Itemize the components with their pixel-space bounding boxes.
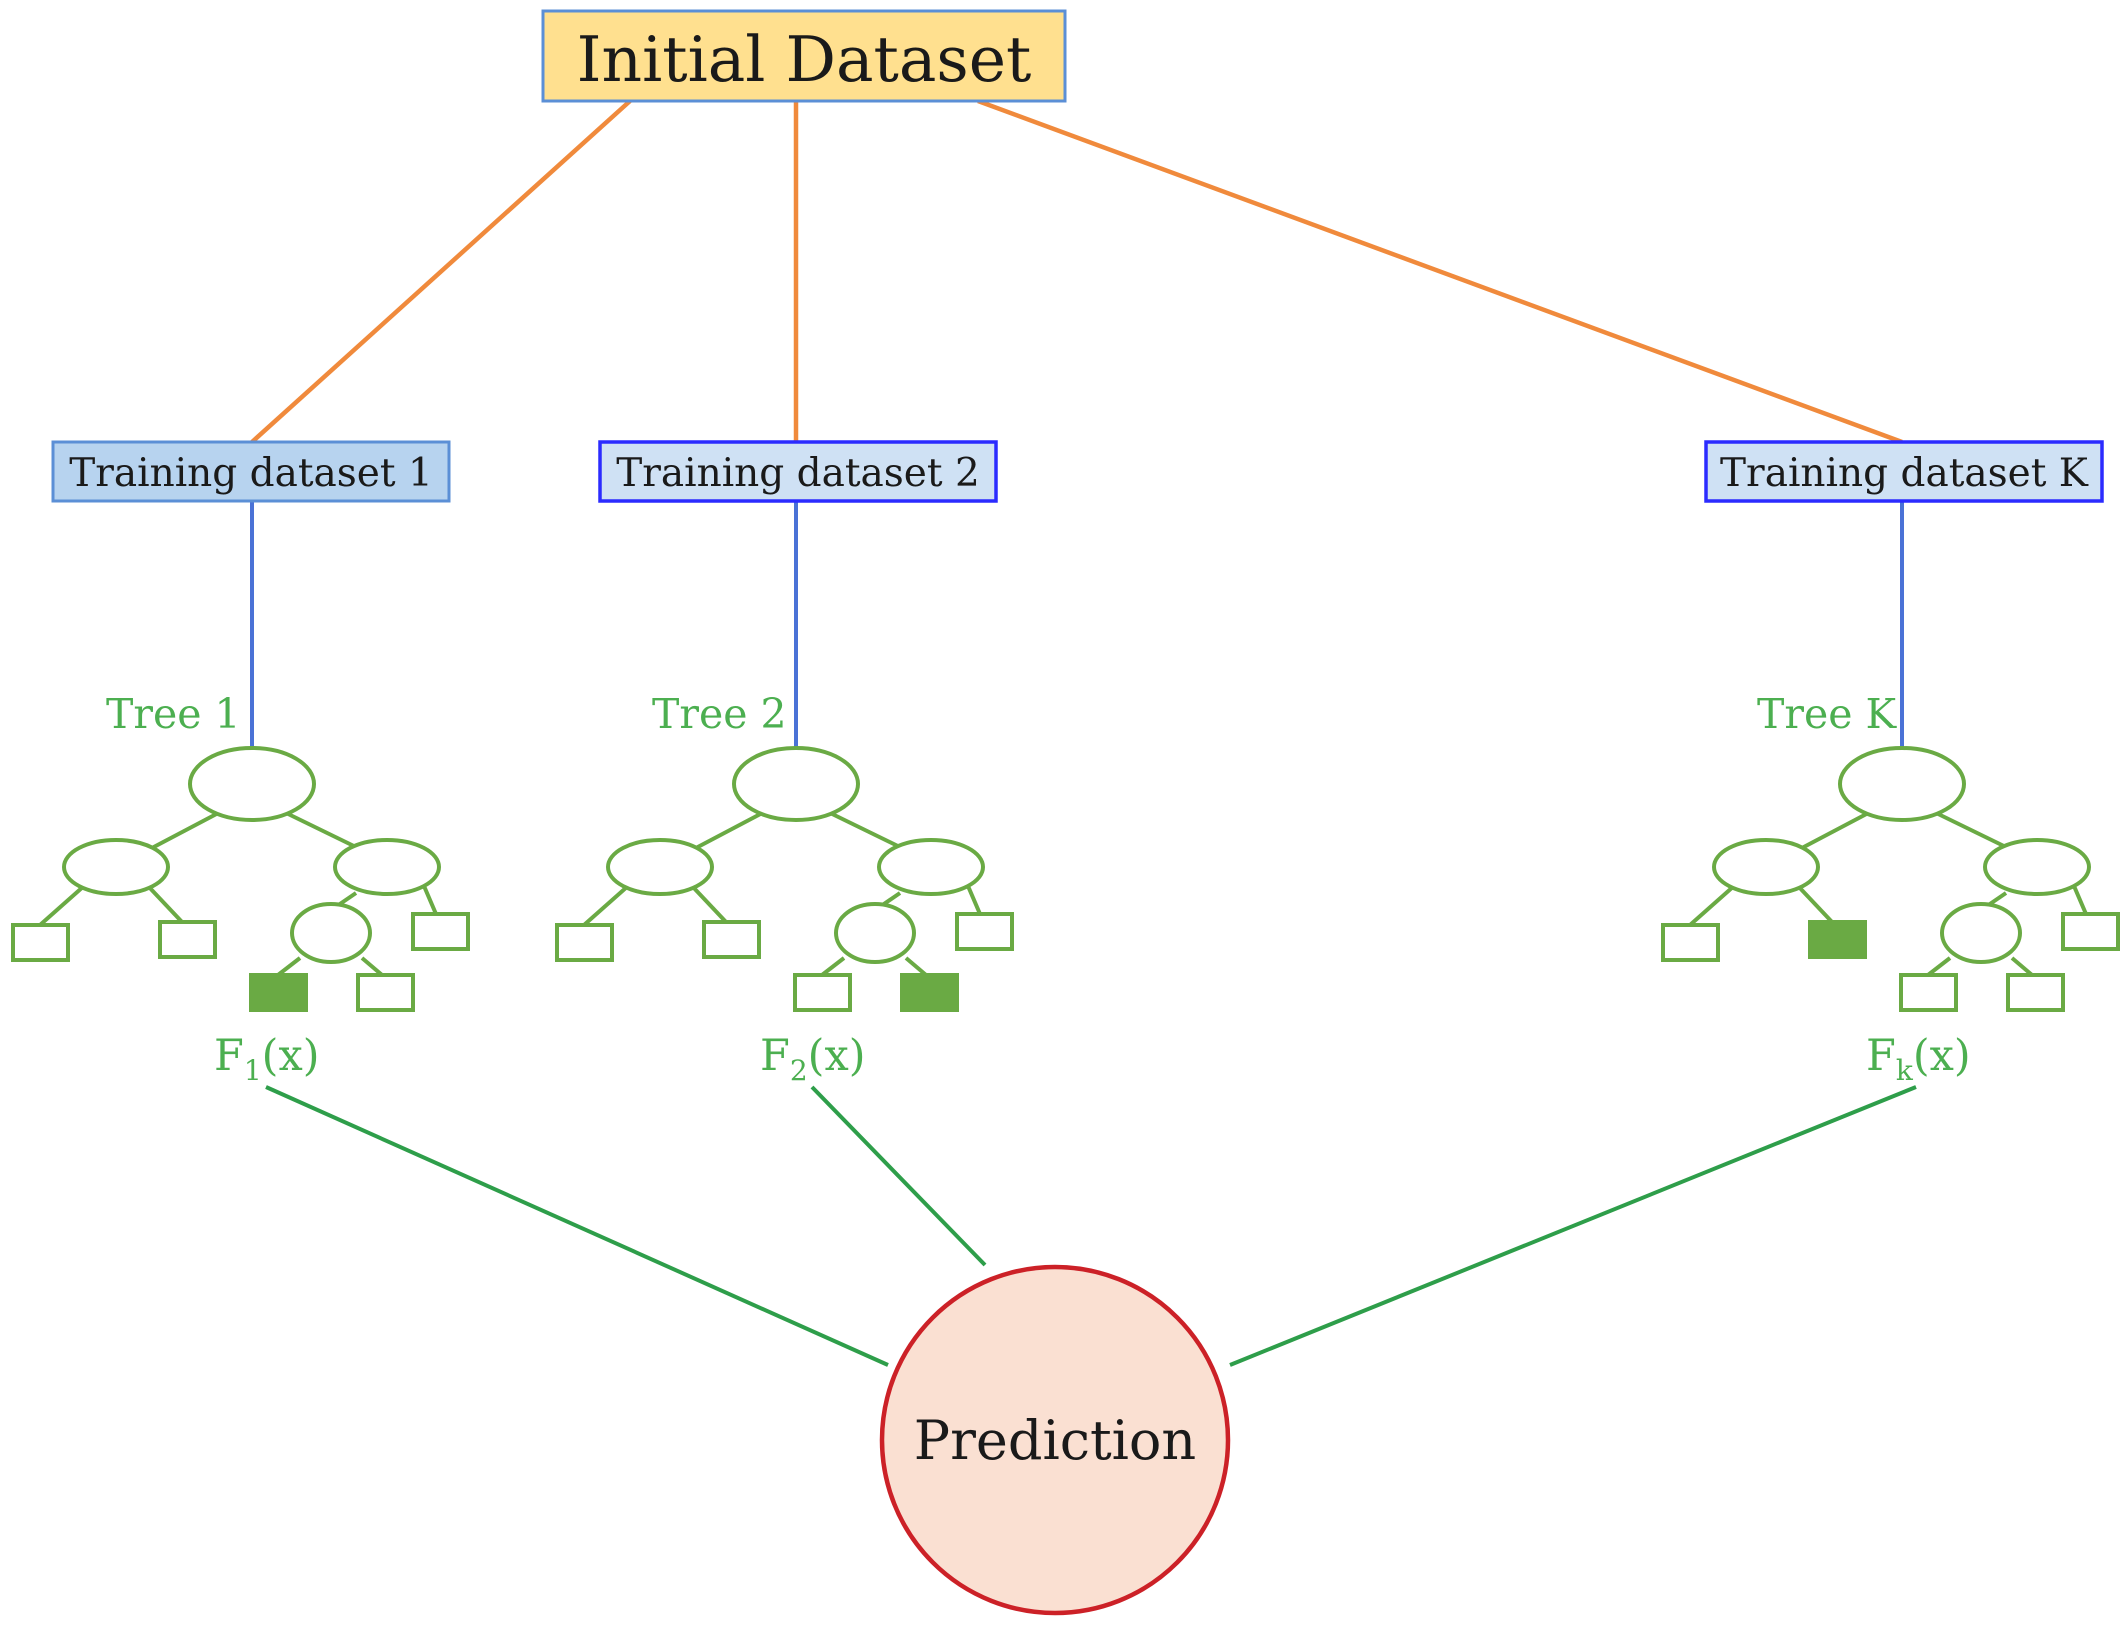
tree-1-edge: [276, 956, 302, 977]
training-dataset-label-2: Training dataset 2: [616, 451, 980, 496]
tree-2-edge: [904, 956, 928, 977]
tree-1-leaf-selected: [249, 973, 308, 1012]
tree-output-k-arg: (x): [1913, 1031, 1971, 1081]
tree-2-edge: [582, 884, 630, 927]
tree-1-edge: [146, 884, 184, 924]
edge-output-1-prediction: [265, 1085, 889, 1367]
tree-2-node: [606, 838, 714, 896]
tree-output-2-arg: (x): [808, 1031, 866, 1081]
edge-output-k-prediction: [1229, 1085, 1917, 1367]
root-to-dataset-edges: [250, 98, 1903, 445]
tree-output-1-base: F: [214, 1031, 244, 1081]
tree-output-k: Fk(x): [1866, 1031, 1971, 1087]
training-dataset-box-2: [598, 440, 998, 503]
prediction-label: Prediction: [914, 1409, 1196, 1472]
training-dataset-node-1: Training dataset 1: [51, 440, 451, 503]
tree-2-leaf: [955, 912, 1014, 951]
output-edges: [265, 1085, 1917, 1367]
tree-label-1: Tree 1: [106, 690, 241, 738]
dataset-to-tree-edges: [250, 501, 1904, 748]
tree-label-2: Tree 2: [652, 690, 787, 738]
tree-output-2: F2(x): [760, 1031, 865, 1087]
tree-2-node: [877, 838, 985, 896]
tree-k-edge: [1799, 808, 1875, 851]
tree-output-1-sub: 1: [244, 1054, 262, 1087]
tree-1-leaf: [411, 912, 470, 951]
initial-dataset-node: Initial Dataset: [541, 9, 1067, 103]
tree-k-edge: [1688, 884, 1736, 927]
training-dataset-node-2: Training dataset 2: [598, 440, 998, 503]
decision-tree-k: [1661, 746, 2120, 1012]
prediction-circle: [879, 1264, 1231, 1616]
tree-2-leaf: [793, 973, 852, 1012]
tree-2-edge: [693, 808, 769, 851]
tree-k-leaf: [2061, 912, 2120, 951]
tree-output-k-base: F: [1866, 1031, 1896, 1081]
tree-1-node: [333, 838, 441, 896]
tree-1-leaf: [158, 920, 217, 959]
tree-k-leaf: [2006, 973, 2065, 1012]
training-dataset-box-k: [1704, 440, 2104, 503]
tree-1-edge: [279, 808, 361, 851]
tree-2-leaf: [702, 920, 761, 959]
training-dataset-box-1: [51, 440, 451, 503]
tree-2-leaf-selected: [900, 973, 959, 1012]
initial-dataset-box: [541, 9, 1067, 103]
tree-k-leaf: [1899, 973, 1958, 1012]
tree-k-edge: [1796, 884, 1834, 924]
tree-2-edge: [690, 884, 728, 924]
tree-k-edge: [1926, 956, 1952, 977]
tree-2-edge: [966, 885, 982, 915]
prediction-node: Prediction: [879, 1264, 1231, 1616]
tree-1-node: [188, 746, 316, 822]
tree-1-leaf: [11, 923, 70, 962]
tree-output-k-sub: k: [1896, 1054, 1914, 1087]
tree-output-1: F1(x): [214, 1031, 319, 1087]
tree-1-node: [62, 838, 170, 896]
edge-root-dataset-1: [250, 99, 632, 444]
tree-1-edge: [360, 956, 384, 977]
tree-k-leaf-selected: [1808, 920, 1867, 959]
initial-dataset-label: Initial Dataset: [577, 23, 1032, 96]
tree-output-1-arg: (x): [262, 1031, 320, 1081]
tree-k-node: [1838, 746, 1966, 822]
tree-k-node: [1983, 838, 2091, 896]
tree-2-edge: [820, 956, 846, 977]
tree-2-node: [732, 746, 860, 822]
tree-output-2-sub: 2: [790, 1054, 808, 1087]
tree-2-edge: [823, 808, 905, 851]
training-dataset-label-1: Training dataset 1: [69, 451, 433, 496]
tree-k-edge: [1929, 808, 2011, 851]
tree-k-edge: [2010, 956, 2034, 977]
decision-tree-1: [11, 746, 470, 1012]
tree-1-edge: [149, 808, 225, 851]
tree-2-leaf: [555, 923, 614, 962]
decision-tree-2: [555, 746, 1014, 1012]
edge-output-2-prediction: [810, 1085, 987, 1267]
tree-k-node: [1940, 902, 2022, 964]
training-dataset-label-k: Training dataset K: [1720, 451, 2089, 496]
tree-output-2-base: F: [760, 1031, 790, 1081]
tree-1-edge: [422, 885, 438, 915]
tree-k-edge: [2072, 885, 2088, 915]
tree-1-leaf: [356, 973, 415, 1012]
tree-2-node: [834, 902, 916, 964]
edge-root-dataset-k: [977, 98, 1903, 445]
tree-1-node: [290, 902, 372, 964]
tree-label-k: Tree K: [1757, 690, 1898, 738]
training-dataset-node-k: Training dataset K: [1704, 440, 2104, 503]
tree-1-edge: [38, 884, 86, 927]
tree-k-leaf: [1661, 923, 1720, 962]
tree-k-node: [1712, 838, 1820, 896]
